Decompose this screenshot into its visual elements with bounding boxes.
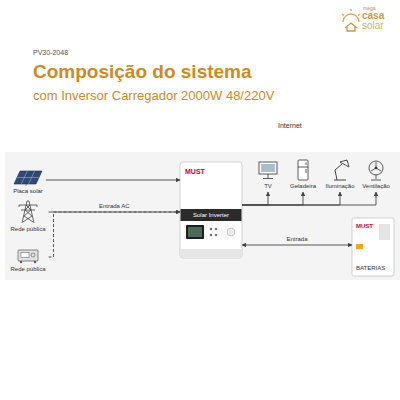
inverter-body [180,162,242,258]
pylon-icon [23,205,33,222]
inverter-body [215,228,218,231]
solar-panel-icon [14,171,42,186]
fridge-icon [298,160,308,180]
battery-body [379,224,390,240]
battery-body [352,218,394,276]
icon-label: Placa solar [13,187,43,195]
lamp-icon [340,160,349,167]
title: Composição do sistema [33,61,252,83]
solar-panel-icon [26,184,27,186]
fridge-icon [306,169,307,173]
grid-pylon: Rede pública [8,199,47,234]
fridge-icon [298,167,308,168]
inverter-body [186,225,204,239]
solar-panel-icon [21,171,27,184]
tv-icon [259,162,277,174]
connector-arrow [46,180,180,181]
tv-icon [261,164,275,172]
inverter-body [188,227,202,237]
icon-label: Ventilação [362,182,390,190]
logo-icon [342,14,344,16]
connector-arrow [242,192,303,205]
generator-icon [20,261,22,263]
inverter-body [181,209,242,221]
battery-body [356,244,363,249]
fridge-icon [298,160,308,180]
generator-icon [31,253,35,257]
inverter-body [215,234,218,237]
inverter-body [227,228,235,236]
icon-label: Iluminação [325,182,354,190]
model-code: PV30-2048 [33,49,68,57]
fan-icon [369,161,383,175]
device-label: BATERIAS [356,264,385,272]
icon-label: Geladeira [290,182,316,190]
inverter-body [180,162,242,258]
generator-icon [18,250,38,263]
lamp-load: Iluminação [323,160,356,191]
solar-panel-icon [14,171,42,184]
inverter-body [210,228,213,231]
device-label: Solar Inverter [193,211,229,219]
generator-icon [18,250,38,261]
icon-label: TV [264,182,272,190]
inverter-body [181,249,242,258]
connector-arrow [242,192,376,205]
fan-icon [375,167,377,169]
tv-icon [268,174,269,178]
fridge-load: Geladeira [288,160,318,191]
fan-icon [369,161,383,180]
solar-panel: Placa solar [11,170,45,196]
lamp-icon [334,160,349,180]
inverter-body [210,234,213,237]
tv-icon [259,162,277,179]
logo-icon [343,14,359,22]
tv-icon [263,178,273,179]
brand-mark: MUST [185,167,205,176]
logo-icon [345,23,357,31]
inverter: MUST Solar Inverter [180,162,242,258]
battery-body [352,218,394,276]
diagram-band [5,152,400,280]
connector-arrow [49,212,180,257]
fridge-icon [306,163,307,166]
solar-panel-icon [29,171,35,184]
connector-arrow [242,192,340,205]
connector-arrow [242,192,268,205]
fan-icon [376,175,377,179]
logo-icon [350,9,351,11]
edge-label: Entrada AC [98,203,131,210]
tv-load: TV [258,160,278,191]
icon-label: Rede pública [10,265,45,273]
lamp-icon [334,180,346,181]
brand-mark: MUST [356,222,373,230]
icon-label: Rede pública [10,225,45,233]
pylon-icon [37,205,38,207]
pylon-icon [21,210,35,211]
network-label: Internet [278,122,302,130]
edge-label: Entrada [285,236,308,243]
fan-icon [371,180,381,181]
pylon-icon [19,205,37,206]
pylon-icon [19,205,20,207]
pylon-icon [22,201,34,223]
battery: MUST BATERIAS [352,218,394,276]
lamp-icon [335,164,342,180]
logo-word: solar [362,20,384,32]
pylon-icon [19,201,37,223]
generator: Rede pública [8,249,47,274]
generator-icon [34,261,36,263]
connector-arrow [242,245,352,246]
logo-icon [358,14,360,16]
subtitle: com Inversor Carregador 2000W 48/220V [33,88,274,103]
fan-icon [371,162,381,171]
logo-icon [342,9,360,31]
generator-icon [21,253,29,258]
fan-load: Ventilação [360,160,392,191]
solar-panel-icon [17,177,39,178]
